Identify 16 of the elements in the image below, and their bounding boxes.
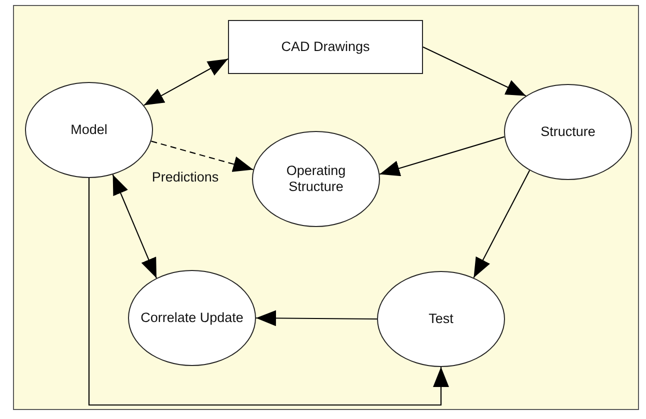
arrow [473, 170, 530, 278]
node-label: Structure [540, 124, 596, 140]
process-box [228, 20, 423, 74]
arrow [112, 174, 157, 278]
arrow [144, 58, 228, 106]
edge-label: Predictions [150, 170, 220, 185]
node-label: Operating Structure [285, 162, 347, 196]
node-label: CAD Drawings [280, 38, 371, 56]
arrow [380, 136, 504, 176]
node-label: Correlate Update [140, 310, 244, 326]
arrow [151, 140, 254, 172]
node-label: Model [70, 122, 108, 138]
arrow [256, 310, 377, 326]
arrow [88, 178, 449, 406]
arrow [422, 46, 526, 96]
node-label: Test [428, 310, 454, 328]
